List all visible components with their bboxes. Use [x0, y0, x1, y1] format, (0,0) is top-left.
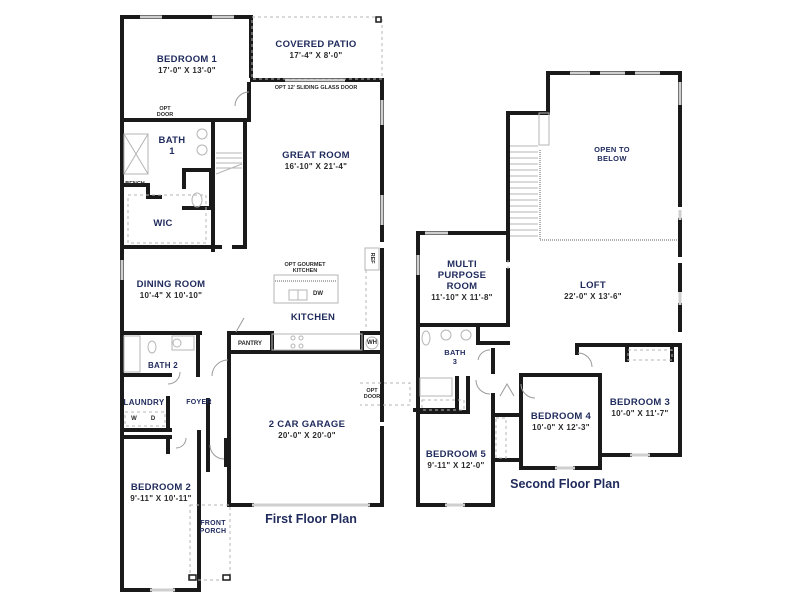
pantry-label: PANTRY	[238, 341, 262, 347]
second-floor-stairs	[510, 145, 538, 237]
room-name: 2 CAR GARAGE	[268, 419, 346, 430]
room-laundry: LAUNDRY	[124, 398, 165, 407]
first-floor-stairs	[215, 152, 243, 175]
room-dining-room: DINING ROOM 10'-4" X 10'-10"	[136, 279, 206, 300]
room-great-room: GREAT ROOM 16'-10" X 21'-4"	[282, 150, 350, 171]
note-line: KITCHEN	[292, 268, 318, 275]
water-heater-label: WH	[367, 340, 377, 346]
room-name: LAUNDRY	[123, 398, 165, 407]
room-name: WIC	[153, 218, 173, 229]
room-name-line3: ROOM	[446, 280, 478, 292]
room-name: KITCHEN	[290, 312, 336, 323]
room-dims: 10'-0" X 11'-7"	[611, 408, 669, 418]
room-front-porch: FRONT PORCH	[200, 520, 227, 536]
room-kitchen: KITCHEN	[290, 312, 336, 324]
room-bedroom-4: BEDROOM 4 10'-0" X 12'-3"	[530, 411, 592, 432]
room-name-line2: PURPOSE	[437, 269, 487, 281]
room-bedroom-5: BEDROOM 5 9'-11" X 12'-0"	[425, 449, 487, 470]
room-name: BEDROOM 2	[130, 482, 192, 493]
room-name: BEDROOM 5	[425, 449, 487, 460]
opt-door-note-top: OPT DOOR	[157, 106, 174, 119]
room-name: DINING ROOM	[136, 279, 206, 290]
room-name: BEDROOM 1	[156, 54, 218, 65]
open-to-below-label: OPEN TO BELOW	[594, 145, 630, 163]
room-name: MULTI	[447, 259, 477, 270]
second-floor-plan-title: Second Floor Plan	[510, 477, 620, 491]
room-bath-2: BATH 2	[148, 361, 178, 370]
room-bath-3: BATH 3	[444, 348, 466, 366]
room-name: FOYER	[186, 399, 212, 406]
opt-door-note-garage: OPT DOOR	[364, 388, 381, 401]
room-name: GREAT ROOM	[282, 150, 350, 161]
second-floor-windows	[416, 71, 682, 507]
room-name: BATH	[444, 348, 466, 357]
room-name-line2: 1	[169, 145, 175, 157]
room-name: OPEN TO	[594, 145, 630, 154]
room-bedroom-2: BEDROOM 2 9'-11" X 10'-11"	[130, 482, 192, 503]
room-name: BATH	[158, 135, 186, 146]
room-bedroom-1: BEDROOM 1 17'-0" X 13'-0"	[156, 54, 218, 75]
room-dims: 9'-11" X 12'-0"	[427, 460, 485, 470]
bench-label: BENCH	[125, 181, 145, 187]
room-name: LOFT	[579, 280, 606, 291]
room-name: FRONT	[200, 520, 226, 527]
room-dims: 9'-11" X 10'-11"	[130, 493, 192, 503]
room-name: BEDROOM 3	[609, 397, 671, 408]
room-bath-1: BATH 1	[158, 135, 186, 158]
room-dims: 10'-4" X 10'-10"	[139, 290, 203, 300]
first-floor-windows	[120, 15, 384, 592]
room-dims: 11'-10" X 11'-8"	[431, 292, 493, 302]
note-line: OPT	[159, 106, 171, 112]
room-dims: 16'-10" X 21'-4"	[284, 161, 348, 171]
room-2-car-garage: 2 CAR GARAGE 20'-0" X 20'-0"	[268, 419, 346, 440]
washer-label: W	[131, 416, 137, 422]
room-name: COVERED PATIO	[275, 39, 357, 50]
room-dims: 10'-0" X 12'-3"	[532, 422, 590, 432]
room-name: BEDROOM 4	[530, 411, 592, 422]
room-loft: LOFT 22'-0" X 13'-6"	[564, 280, 622, 301]
room-foyer: FOYER	[186, 399, 212, 407]
first-floor-plan-title: First Floor Plan	[265, 512, 357, 526]
room-covered-patio: COVERED PATIO 17'-4" X 8'-0"	[275, 39, 357, 60]
note-line: DOOR	[156, 112, 174, 119]
room-name-line2: BELOW	[597, 153, 627, 163]
note-line: OPT	[366, 388, 378, 394]
ref-label: REF	[369, 252, 376, 264]
dishwasher-label: DW	[313, 291, 323, 297]
room-dims: 20'-0" X 20'-0"	[278, 430, 336, 440]
room-bedroom-3: BEDROOM 3 10'-0" X 11'-7"	[609, 397, 671, 418]
room-dims: 17'-4" X 8'-0"	[289, 50, 343, 60]
room-name: BATH 2	[147, 361, 179, 370]
dryer-label: D	[150, 416, 156, 422]
room-name-line2: PORCH	[199, 528, 227, 536]
note-line: DOOR	[363, 394, 381, 401]
room-dims: 22'-0" X 13'-6"	[564, 291, 622, 301]
opt-gourmet-note: OPT GOURMET KITCHEN	[285, 262, 326, 275]
sliding-door-note: OPT 12' SLIDING GLASS DOOR	[274, 85, 358, 91]
room-name-line2: 3	[452, 356, 458, 366]
room-wic: WIC	[153, 218, 173, 230]
note-line: OPT GOURMET	[284, 262, 326, 268]
room-dims: 17'-0" X 13'-0"	[158, 65, 216, 75]
room-multi-purpose: MULTI PURPOSE ROOM 11'-10" X 11'-8"	[431, 259, 493, 302]
